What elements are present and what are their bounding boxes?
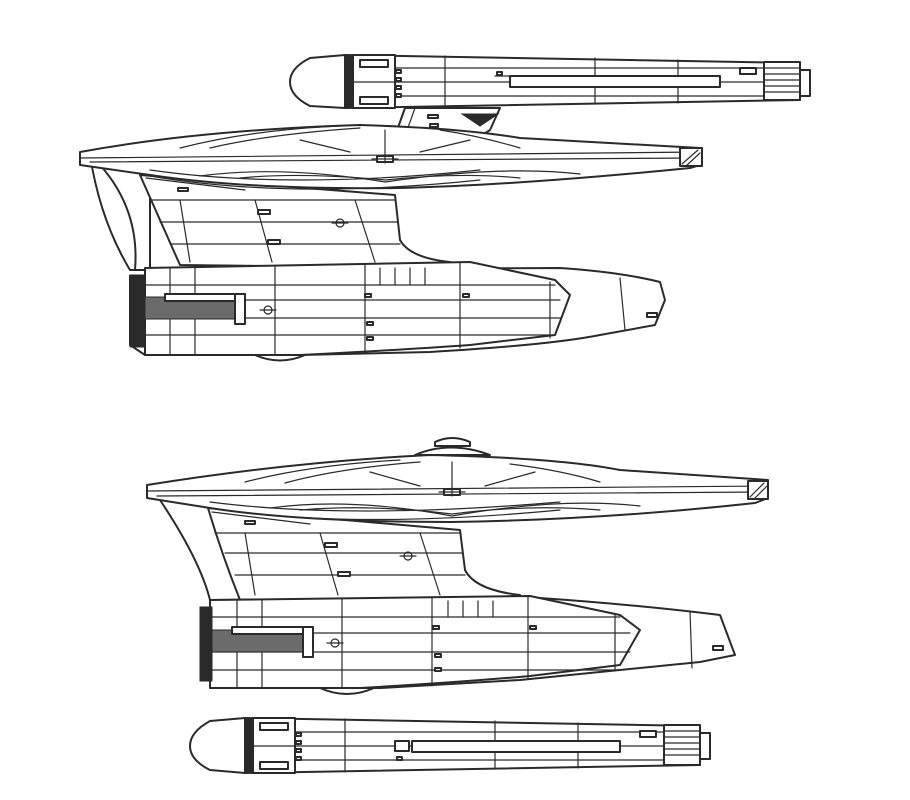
upper-view-shuttlebay-door	[129, 274, 146, 348]
nacelle-top-exhaust	[799, 69, 811, 97]
upper-view-neck	[99, 164, 151, 271]
nacelle-bottom-collar	[244, 717, 254, 774]
nacelle-bottom-exhaust	[699, 732, 711, 760]
lower-view-deflector-dish	[319, 687, 375, 695]
nacelle-top-panel	[359, 96, 389, 105]
nacelle-bottom-bussard-dome	[189, 717, 246, 774]
upper-view-deflector-marker	[371, 154, 399, 164]
nacelle-top-collar	[344, 54, 354, 109]
lower-view-bridge-dome	[434, 437, 471, 447]
ship-side-view-upper	[79, 107, 703, 362]
nacelle-bottom-aft-cap	[663, 724, 701, 766]
lower-view-deflector-marker	[438, 487, 466, 497]
nacelle-top-warp-grille	[509, 75, 721, 88]
lower-view-saucer-top	[414, 446, 491, 456]
nacelle-top	[289, 54, 811, 109]
nacelle-top-bussard-dome	[289, 54, 346, 109]
nacelle-top-panel	[359, 59, 389, 68]
upper-view-deflector-dish	[254, 354, 306, 362]
nacelle-bottom	[189, 717, 711, 774]
ship-side-view-lower	[146, 437, 769, 695]
upper-view-pylon-vent	[460, 113, 500, 127]
nacelle-bottom-warp-grille	[411, 740, 621, 753]
nacelle-top-panel	[739, 67, 757, 75]
